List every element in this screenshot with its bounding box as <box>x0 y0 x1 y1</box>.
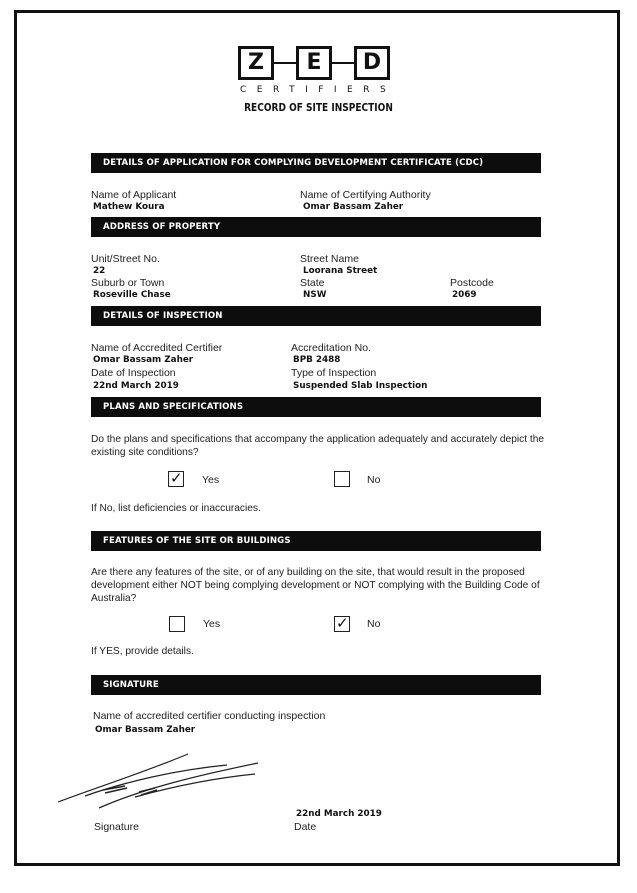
document-title: RECORD OF SITE INSPECTION <box>244 101 393 114</box>
handwritten-signature <box>57 753 259 809</box>
street-label: Street Name <box>300 253 359 265</box>
plans-yes-label: Yes <box>202 474 220 486</box>
suburb-value: Roseville Chase <box>93 290 171 300</box>
plans-followup: If No, list deficiencies or inaccuracies… <box>91 503 261 514</box>
features-followup: If YES, provide details. <box>91 646 194 657</box>
logo-letter-z: Z <box>238 46 274 80</box>
unit-value: 22 <box>93 266 106 276</box>
inspection-date-label: Date of Inspection <box>91 367 176 379</box>
inspection-date-value: 22nd March 2019 <box>93 381 179 391</box>
section-header-signature: SIGNATURE <box>91 675 541 695</box>
certifier-signature-name-label: Name of accredited certifier conducting … <box>93 710 326 722</box>
inspection-type-label: Type of Inspection <box>291 367 377 379</box>
features-question: Are there any features of the site, or o… <box>91 567 540 604</box>
logo-connector <box>274 62 298 64</box>
inspection-type-value: Suspended Slab Inspection <box>293 381 428 391</box>
logo-connector <box>332 62 356 64</box>
section-header-features: FEATURES OF THE SITE OR BUILDINGS <box>91 531 541 551</box>
signature-label: Signature <box>94 821 139 833</box>
date-label: Date <box>294 821 317 833</box>
accreditation-value: BPB 2488 <box>293 355 341 365</box>
postcode-label: Postcode <box>450 277 494 289</box>
features-no-label: No <box>367 618 381 630</box>
page-border <box>14 10 620 866</box>
authority-value: Omar Bassam Zaher <box>303 202 404 212</box>
logo-subtitle: CERTIFIERS <box>240 85 397 95</box>
logo-letter-d: D <box>354 46 390 80</box>
accreditation-label: Accreditation No. <box>291 342 371 354</box>
plans-question: Do the plans and specifications that acc… <box>91 434 545 458</box>
plans-no-checkbox[interactable] <box>334 471 350 487</box>
section-header-plans: PLANS AND SPECIFICATIONS <box>91 397 541 417</box>
state-label: State <box>300 277 325 289</box>
postcode-value: 2069 <box>452 290 477 300</box>
state-value: NSW <box>303 290 327 300</box>
checkmark-icon: ✓ <box>170 469 183 487</box>
signature-date-value: 22nd March 2019 <box>296 809 382 819</box>
certifier-value: Omar Bassam Zaher <box>93 355 194 365</box>
plans-no-label: No <box>367 474 381 486</box>
applicant-value: Mathew Koura <box>93 202 165 212</box>
features-yes-label: Yes <box>203 618 221 630</box>
certifier-label: Name of Accredited Certifier <box>91 342 223 354</box>
unit-label: Unit/Street No. <box>91 253 160 265</box>
suburb-label: Suburb or Town <box>91 277 165 289</box>
zed-logo: Z E D <box>238 46 392 80</box>
applicant-label: Name of Applicant <box>91 189 177 201</box>
section-header-inspection: DETAILS OF INSPECTION <box>91 306 541 326</box>
features-no-checkbox[interactable]: ✓ <box>334 614 350 632</box>
authority-label: Name of Certifying Authority <box>300 189 431 201</box>
plans-yes-checkbox[interactable]: ✓ <box>168 469 184 487</box>
logo-letter-e: E <box>296 46 332 80</box>
checkmark-icon: ✓ <box>336 614 349 632</box>
section-header-address: ADDRESS OF PROPERTY <box>91 217 541 237</box>
street-value: Loorana Street <box>303 266 378 276</box>
certifier-signature-name-value: Omar Bassam Zaher <box>95 725 196 735</box>
section-header-application: DETAILS OF APPLICATION FOR COMPLYING DEV… <box>91 153 541 173</box>
features-yes-checkbox[interactable] <box>169 616 185 632</box>
